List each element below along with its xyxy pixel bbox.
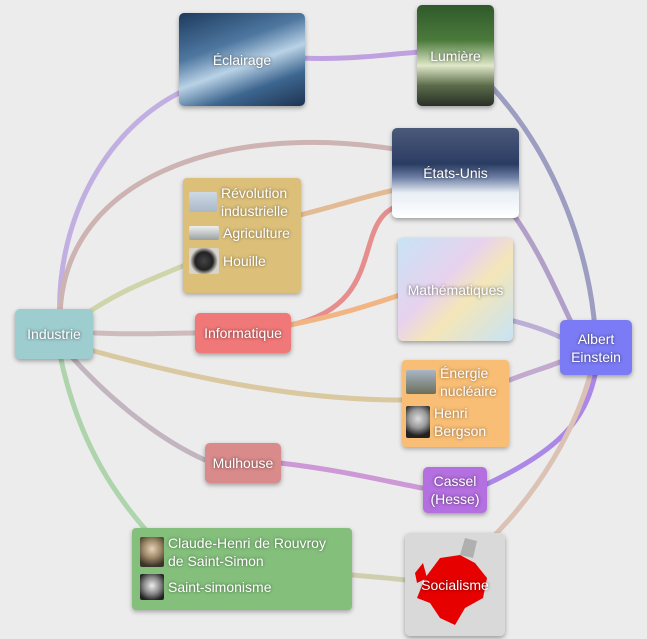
node-industrie[interactable]: Industrie	[15, 309, 93, 359]
reactor-thumbnail	[406, 370, 436, 394]
item-agriculture[interactable]: Agriculture	[189, 224, 295, 242]
node-mulhouse-label: Mulhouse	[212, 455, 274, 471]
node-einstein[interactable]: Albert Einstein	[560, 320, 632, 375]
link-industrie-revolution	[77, 262, 188, 321]
node-cassel[interactable]: Cassel (Hesse)	[423, 467, 487, 513]
link-eclairage-industrie	[57, 87, 188, 323]
link-industrie-etats	[57, 139, 403, 323]
link-lumiere-einstein	[487, 82, 598, 333]
item-energie-label: Énergie nucléaire	[440, 365, 497, 399]
plane-thumbnail	[189, 226, 219, 240]
node-mathematiques[interactable]: Mathématiques	[398, 238, 513, 341]
portrait-thumbnail	[140, 574, 164, 600]
node-mathematiques-label: Mathématiques	[407, 281, 504, 298]
node-etats-unis-label: États-Unis	[423, 165, 488, 181]
item-revolution-label: Révolution industrielle	[221, 185, 288, 219]
item-houille[interactable]: Houille	[189, 248, 295, 274]
node-mulhouse[interactable]: Mulhouse	[205, 443, 281, 483]
link-industrie-informatique	[92, 330, 198, 337]
landscape-thumbnail	[189, 192, 217, 212]
node-informatique-label: Informatique	[204, 325, 282, 341]
node-einstein-label: Albert Einstein	[571, 330, 621, 365]
link-socialisme-einstein	[487, 372, 593, 543]
group-revolution-industrielle: Révolution industrielle Agriculture Houi…	[183, 178, 301, 293]
europe-map	[405, 533, 505, 636]
link-industrie-energie	[87, 347, 405, 403]
link-revolution-etats	[297, 187, 398, 218]
node-lumiere-label: Lumière	[430, 47, 481, 64]
coal-thumbnail	[189, 248, 219, 274]
group-energie: Énergie nucléaire Henri Bergson	[402, 360, 509, 447]
link-maths-einstein	[507, 317, 563, 340]
link-industrie-saintsimon	[57, 352, 153, 538]
node-eclairage-label: Éclairage	[212, 51, 272, 68]
group-saint-simon: Claude-Henri de Rouvroy de Saint-Simon S…	[132, 528, 352, 610]
item-energie[interactable]: Énergie nucléaire	[406, 364, 505, 400]
link-mulhouse-cassel	[277, 460, 425, 491]
node-etats-unis[interactable]: États-Unis	[392, 128, 519, 218]
link-energie-einstein	[507, 359, 563, 383]
item-houille-label: Houille	[223, 253, 266, 269]
portrait-thumbnail	[140, 537, 164, 567]
link-informatique-etats	[287, 202, 403, 328]
node-industrie-label: Industrie	[27, 326, 81, 342]
item-saint-simon[interactable]: Claude-Henri de Rouvroy de Saint-Simon	[140, 534, 344, 570]
link-informatique-maths	[287, 292, 403, 328]
item-saint-simonisme-label: Saint-simonisme	[168, 579, 272, 595]
item-revolution[interactable]: Révolution industrielle	[189, 184, 295, 220]
node-cassel-label: Cassel (Hesse)	[430, 473, 480, 507]
node-eclairage[interactable]: Éclairage	[179, 13, 305, 106]
node-socialisme-label: Socialisme	[421, 576, 489, 593]
link-industrie-mulhouse	[67, 352, 208, 463]
item-saint-simonisme[interactable]: Saint-simonisme	[140, 574, 344, 600]
node-socialisme[interactable]: Socialisme	[405, 533, 505, 636]
node-lumiere[interactable]: Lumière	[417, 5, 494, 106]
node-informatique[interactable]: Informatique	[195, 313, 291, 353]
item-bergson[interactable]: Henri Bergson	[406, 404, 505, 440]
item-saint-simon-label: Claude-Henri de Rouvroy de Saint-Simon	[168, 535, 326, 569]
link-cassel-einstein	[482, 372, 598, 488]
portrait-thumbnail	[406, 406, 430, 438]
link-eclairage-lumiere	[297, 49, 423, 61]
link-saintsimon-socialisme	[349, 572, 408, 583]
link-etats-einstein	[507, 207, 578, 333]
item-bergson-label: Henri Bergson	[434, 405, 487, 439]
item-agriculture-label: Agriculture	[223, 225, 290, 241]
